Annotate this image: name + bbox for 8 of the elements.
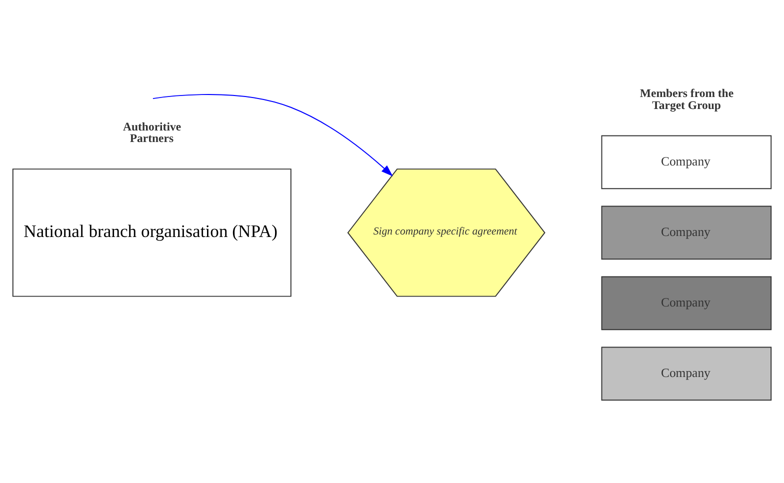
- node-box: Company: [601, 346, 772, 401]
- label: Members from the Target Group: [640, 87, 734, 112]
- node-box: National branch organisation (NPA): [12, 168, 292, 297]
- arrow: [152, 94, 393, 176]
- node-box: Company: [601, 276, 772, 330]
- label: Authoritive Partners: [123, 120, 182, 146]
- node-box: Company: [601, 206, 772, 260]
- node-box: Company: [601, 135, 772, 190]
